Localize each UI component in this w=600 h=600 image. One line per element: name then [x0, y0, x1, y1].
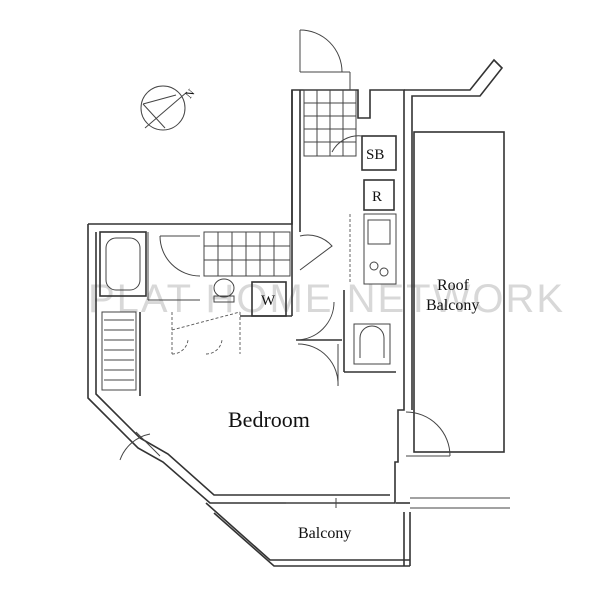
roof-balcony: Roof Balcony — [413, 131, 505, 453]
sink-unit — [353, 323, 391, 365]
shoe-box: SB — [331, 135, 397, 171]
closet — [101, 311, 241, 391]
roof-balcony-label-2: Balcony — [426, 297, 479, 314]
washroom-tiles — [203, 231, 333, 277]
bathroom — [99, 231, 201, 301]
balcony: Balcony — [205, 497, 510, 567]
washer-label: W — [261, 293, 276, 309]
kitchen-counter — [349, 213, 397, 285]
watermark: PLAT HOME NETWORK — [88, 277, 565, 321]
entry-tiles — [303, 89, 357, 157]
bedroom-label: Bedroom — [228, 407, 310, 432]
toilet — [213, 278, 235, 303]
shoe-box-label: SB — [366, 147, 384, 163]
roof-balcony-door — [405, 411, 451, 457]
north-compass: N — [140, 85, 197, 131]
roof-balcony-label-1: Roof — [437, 277, 470, 294]
exterior-walls — [87, 58, 504, 504]
refrigerator-label: R — [372, 189, 382, 205]
balcony-label: Balcony — [298, 525, 351, 542]
north-label: N — [183, 87, 197, 101]
bedroom-window-door — [119, 431, 161, 461]
entrance-door — [299, 29, 351, 90]
interior-walls — [139, 232, 396, 396]
refrigerator: R — [363, 179, 395, 211]
